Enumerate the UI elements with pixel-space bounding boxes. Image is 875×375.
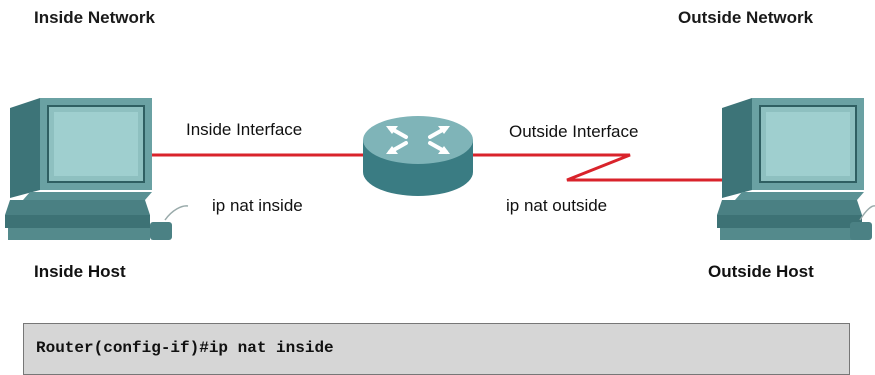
command-box: Router(config-if)#ip nat inside [23,323,850,375]
outside-interface-label: Outside Interface [509,122,639,141]
inside-host-computer-icon [5,98,189,240]
inside-interface-label: Inside Interface [186,120,303,139]
inside-host-label: Inside Host [34,262,126,281]
command-text: Router(config-if)#ip nat inside [36,339,334,357]
outside-host-label: Outside Host [708,262,814,281]
outside-network-heading: Outside Network [678,8,814,27]
outside-nat-command-label: ip nat outside [506,196,608,215]
inside-network-heading: Inside Network [34,8,155,27]
outside-host-computer-icon [717,98,875,240]
outside-serial-link [472,153,727,182]
inside-nat-command-label: ip nat inside [212,196,303,215]
router-icon [363,116,473,196]
network-diagram [5,98,875,240]
